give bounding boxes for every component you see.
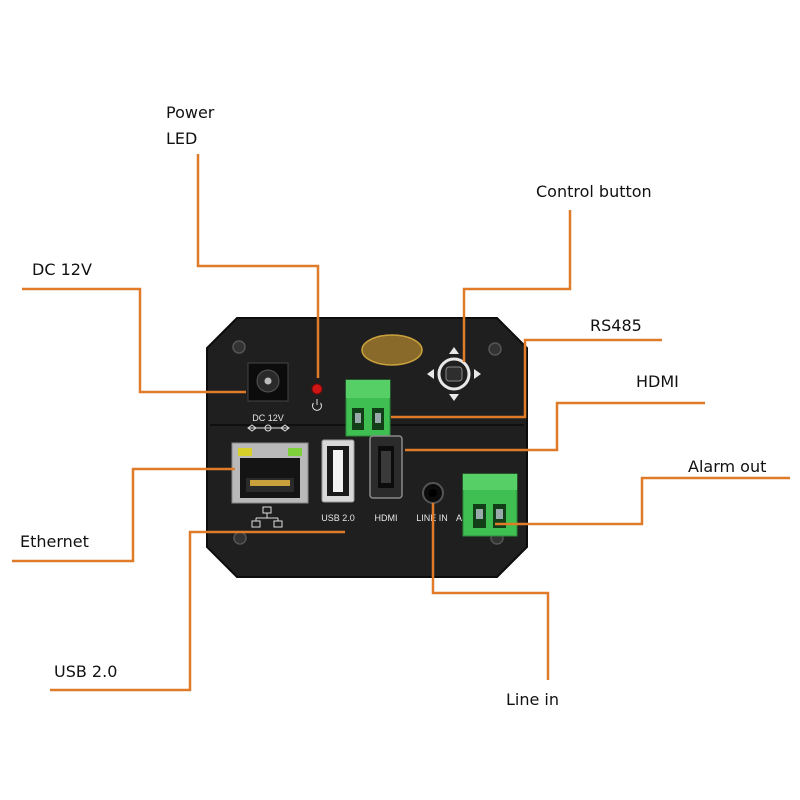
dc-jack-pin	[264, 377, 272, 385]
rs485-terminal	[345, 379, 391, 437]
line-in-jack-hole	[429, 489, 437, 497]
dpad-control-icon	[427, 347, 481, 401]
logo-badge	[361, 334, 423, 366]
label-line-in: Line in	[506, 690, 560, 709]
hdmi-port	[369, 435, 403, 499]
power-symbol-icon	[312, 399, 322, 411]
power-led	[311, 383, 323, 395]
label-dc-12v: DC 12V	[32, 260, 92, 279]
leader-rs485	[391, 338, 662, 419]
leader-alarm-out	[495, 476, 790, 526]
label-usb20: USB 2.0	[54, 662, 118, 681]
label-power-led-line1: Power	[166, 103, 215, 122]
label-control-button: Control button	[536, 182, 652, 201]
usb-print: USB 2.0	[321, 513, 355, 523]
label-rs485: RS485	[590, 316, 642, 335]
label-power-led: Power LED	[166, 100, 214, 152]
leader-dc-12v	[22, 287, 246, 394]
leader-control-button	[462, 210, 572, 362]
usb-port	[321, 439, 355, 503]
alarm-terminal	[462, 473, 518, 537]
dc-polarity-icon	[247, 424, 290, 432]
label-ethernet: Ethernet	[20, 532, 89, 551]
leader-power-led	[196, 154, 320, 378]
dc-jack	[247, 362, 289, 402]
screw	[233, 531, 247, 545]
network-icon	[251, 506, 283, 528]
screw	[232, 340, 246, 354]
camera-back-panel: DC 12V	[206, 317, 528, 578]
leader-hdmi	[405, 401, 705, 452]
dc-print: DC 12V	[252, 413, 284, 423]
leader-lines	[12, 154, 790, 692]
screw	[488, 342, 502, 356]
leader-ethernet	[12, 467, 235, 563]
label-alarm-out: Alarm out	[688, 457, 767, 476]
hdmi-print: HDMI	[375, 513, 398, 523]
leader-usb20	[50, 530, 345, 692]
alarm-print: AL	[456, 513, 467, 523]
ethernet-port	[231, 442, 309, 504]
label-power-led-line2: LED	[166, 129, 198, 148]
label-hdmi: HDMI	[636, 372, 679, 391]
leader-line-in	[431, 503, 550, 680]
